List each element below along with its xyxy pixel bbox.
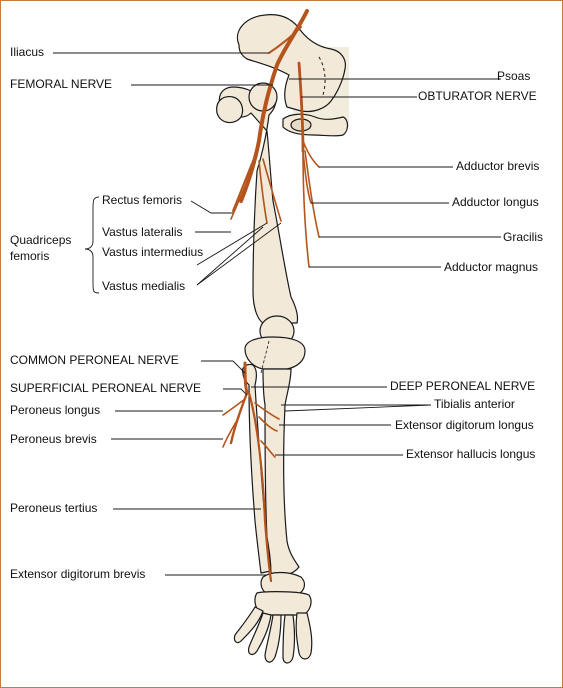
label-vastus-intermedius: Vastus intermedius: [102, 245, 204, 259]
quadriceps-brace: [84, 196, 100, 294]
foot: [233, 571, 313, 664]
tibia-bone: [262, 368, 300, 577]
leader-tibialis-anterior-b: [284, 404, 432, 412]
toe-2: [282, 614, 296, 664]
label-obturator-nerve: OBTURATOR NERVE: [418, 89, 537, 103]
deep-branch-tibialis: [254, 402, 280, 420]
toe-3: [264, 614, 282, 663]
label-adductor-brevis: Adductor brevis: [456, 159, 540, 173]
label-deep-peroneal-nerve: DEEP PERONEAL NERVE: [390, 379, 536, 393]
label-peroneus-longus: Peroneus longus: [10, 403, 101, 417]
superficial-branch-longus: [222, 398, 246, 416]
knee: [244, 315, 306, 370]
label-vastus-lateralis: Vastus lateralis: [102, 225, 183, 239]
deep-branch-edl: [258, 416, 278, 432]
leader-vastus-medialis-b: [196, 226, 264, 286]
femoral-head: [248, 82, 278, 112]
sacrum-edge: [318, 56, 326, 96]
leader-lines: [53, 52, 501, 576]
obturator-branch-adductor-magnus: [302, 150, 310, 268]
femoral-branch-vastus-medialis: [262, 158, 282, 222]
tibia-dashed-line: [260, 340, 270, 374]
label-quadriceps-line2: femoris: [10, 249, 50, 263]
label-quadriceps-line1: Quadriceps: [10, 233, 72, 247]
label-extensor-digitorum-brevis: Extensor digitorum brevis: [10, 567, 146, 581]
leader-vastus-intermedius: [196, 222, 268, 266]
label-extensor-hallucis-longus: Extensor hallucis longus: [406, 447, 536, 461]
femoral-branch-iliacus: [268, 26, 302, 54]
obturator-branch-gracilis: [304, 150, 320, 238]
label-femoral-nerve: FEMORAL NERVE: [10, 77, 113, 91]
tibial-plateau: [244, 336, 306, 370]
metatarsals-and-toes: [233, 606, 313, 664]
talus-bone: [260, 571, 306, 596]
superficial-branch-brevis: [222, 416, 240, 448]
deep-peroneal-nerve: [247, 391, 273, 583]
label-rectus-femoris: Rectus femoris: [102, 193, 183, 207]
label-common-peroneal-nerve: COMMON PERONEAL NERVE: [10, 353, 179, 367]
label-peroneus-brevis: Peroneus brevis: [10, 432, 97, 446]
common-peroneal-nerve: [243, 361, 249, 395]
femoral-branch-vastus-lateralis: [230, 162, 256, 220]
label-vastus-medialis: Vastus medialis: [102, 279, 186, 293]
leader-common-peroneal: [201, 360, 246, 374]
label-tibialis-anterior: Tibialis anterior: [434, 397, 515, 411]
lower-leg: [242, 340, 300, 577]
pelvis: [236, 14, 349, 137]
deep-branch-ehl: [260, 440, 276, 458]
tarsal-bones: [254, 591, 312, 616]
label-peroneus-tertius: Peroneus tertius: [10, 501, 98, 515]
leader-vastus-medialis-a: [196, 222, 282, 286]
label-psoas: Psoas: [497, 69, 531, 83]
label-superficial-peroneal-nerve: SUPERFICIAL PERONEAL NERVE: [10, 381, 201, 395]
label-gracilis: Gracilis: [503, 230, 544, 244]
femoral-branch-vastus-intermedius: [258, 160, 268, 224]
toe-1: [295, 612, 313, 660]
toe-4: [248, 612, 272, 656]
label-iliacus: Iliacus: [10, 45, 45, 59]
femoral-branch-rectus: [232, 150, 258, 212]
label-adductor-magnus: Adductor magnus: [444, 260, 539, 274]
greater-trochanter: [216, 96, 244, 124]
leader-rectus-femoris: [190, 200, 233, 214]
nerves: [222, 9, 320, 583]
toe-5: [233, 606, 264, 644]
label-extensor-digitorum-longus: Extensor digitorum longus: [395, 418, 534, 432]
leader-superficial-peroneal: [223, 388, 248, 396]
ilium-bone: [236, 14, 346, 113]
obturator-branch-adductor-brevis: [302, 140, 320, 168]
label-adductor-longus: Adductor longus: [452, 195, 539, 209]
